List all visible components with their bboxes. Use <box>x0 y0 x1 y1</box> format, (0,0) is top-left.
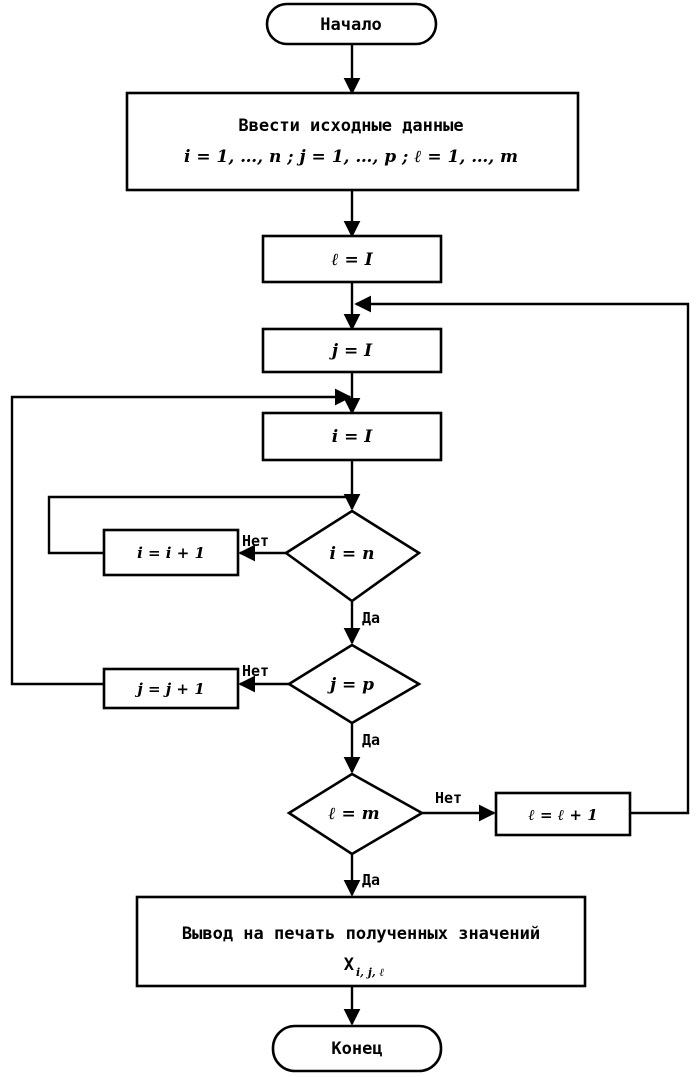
start-label: Начало <box>320 15 381 35</box>
output-var: X <box>344 955 355 975</box>
inc-i-label: i = i + 1 <box>137 544 205 562</box>
label-no-j: Нет <box>242 662 269 680</box>
cond-l-label: ℓ = m <box>328 804 379 824</box>
input-ranges: i = 1, …, n ; j = 1, …, p ; ℓ = 1, …, m <box>184 147 518 167</box>
input-block: Ввести исходные данные i = 1, …, n ; j =… <box>125 91 580 192</box>
inc-l-label: ℓ = ℓ + 1 <box>528 806 597 824</box>
output-block: Вывод на печать полученных значений X i,… <box>135 895 587 988</box>
decision-l-m: ℓ = m <box>286 772 425 856</box>
init-i-block: i = I <box>261 411 443 462</box>
init-l-block: ℓ = I <box>261 234 443 284</box>
input-title: Ввести исходные данные <box>238 116 463 136</box>
start-terminal: Начало <box>265 2 438 46</box>
init-j-block: j = I <box>261 327 443 374</box>
output-title: Вывод на печать полученных значений <box>182 924 540 944</box>
connectors <box>10 44 690 1026</box>
decision-i-n: i = n <box>283 509 422 603</box>
cond-i-label: i = n <box>330 544 375 564</box>
decision-j-p: j = p <box>286 643 422 725</box>
inc-i-block: i = i + 1 <box>102 528 240 577</box>
end-terminal: Конец <box>271 1024 443 1073</box>
label-yes-l: Да <box>362 871 380 889</box>
branch-labels: Нет Да Нет Да Нет Да <box>242 532 462 889</box>
loop-back-j <box>10 388 352 686</box>
loop-back-i <box>47 495 352 555</box>
inc-j-label: j = j + 1 <box>134 680 204 698</box>
output-subscript: i, j, ℓ <box>356 966 384 979</box>
init-j-label: j = I <box>329 341 373 361</box>
label-yes-i: Да <box>362 609 380 627</box>
label-no-l: Нет <box>435 789 462 807</box>
inc-j-block: j = j + 1 <box>102 667 240 710</box>
label-no-i: Нет <box>242 532 269 550</box>
init-l-label: ℓ = I <box>331 250 373 270</box>
inc-l-block: ℓ = ℓ + 1 <box>494 791 632 837</box>
label-yes-j: Да <box>362 731 380 749</box>
end-label: Конец <box>331 1039 382 1059</box>
init-i-label: i = I <box>332 427 374 447</box>
cond-j-label: j = p <box>327 675 374 695</box>
loop-back-l <box>354 295 690 815</box>
